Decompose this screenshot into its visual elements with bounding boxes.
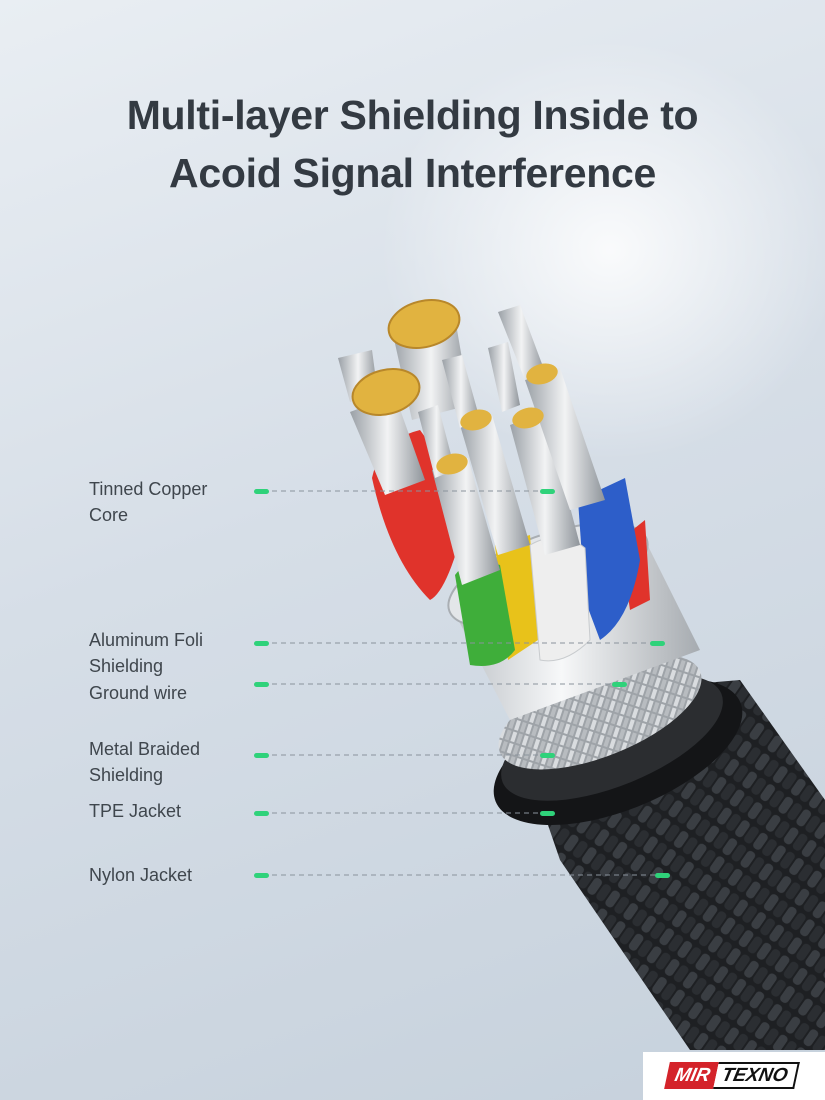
watermark-part-2: TEXNO: [712, 1062, 801, 1089]
leader-line-tpe-jacket: [254, 811, 555, 816]
white-wire: [529, 536, 591, 662]
label-tpe-jacket: TPE Jacket: [89, 801, 182, 821]
label-nylon-jacket: Nylon Jacket: [89, 865, 193, 885]
leader-line-aluminum-foil: [254, 641, 665, 646]
title-line-2: Acoid Signal Interference: [169, 150, 656, 196]
watermark-part-1: MIR: [664, 1062, 719, 1089]
green-wire: [455, 561, 515, 666]
label-tinned-copper-core: Tinned Copper Core: [89, 479, 208, 525]
metal-braid-shape: [498, 654, 702, 770]
copper-core-left: [351, 368, 421, 416]
title-line-1: Multi-layer Shielding Inside to: [126, 92, 699, 138]
blue-wire: [578, 478, 640, 640]
copper-core-top: [387, 299, 461, 349]
label-aluminum-foil-shielding: Aluminum Foli Shielding: [89, 630, 204, 676]
leader-line-metal-braid: [254, 753, 555, 758]
page-title: Multi-layer Shielding Inside to Acoid Si…: [0, 86, 825, 202]
watermark-logo: MIR TEXNO: [643, 1052, 825, 1100]
label-ground-wire: Ground wire: [89, 683, 188, 703]
leader-line-tinned-copper-core: [254, 489, 555, 494]
label-metal-braided-shielding: Metal Braided Shielding: [89, 739, 201, 785]
leader-line-ground-wire: [254, 682, 627, 687]
leader-line-nylon-jacket: [254, 873, 670, 878]
